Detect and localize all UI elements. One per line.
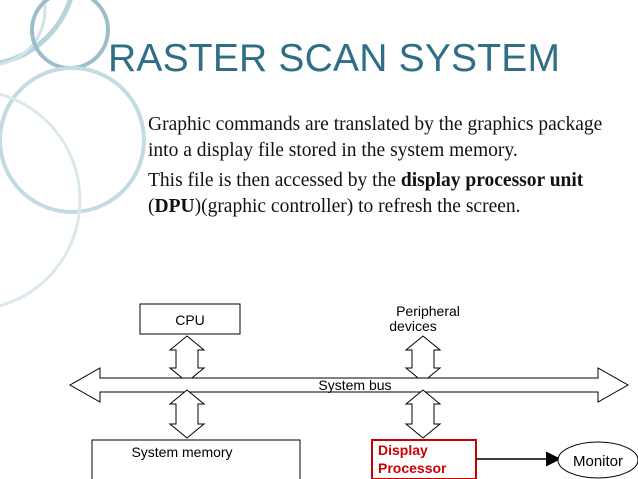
bullet-1-text: Graphic commands are translated by the g… bbox=[148, 114, 603, 161]
monitor-label: Monitor bbox=[573, 453, 623, 470]
monitor-ellipse bbox=[557, 441, 638, 479]
bullet-list: Graphic commands are translated by the g… bbox=[100, 112, 620, 224]
bullet-2-text-end: )(graphic controller) to refresh the scr… bbox=[194, 196, 521, 217]
bullet-item-2: This file is then accessed by the displa… bbox=[100, 168, 620, 220]
bullet-2-paren: ( bbox=[148, 196, 155, 217]
cpu-label: CPU bbox=[175, 312, 205, 328]
display-bus-arrow bbox=[404, 389, 442, 439]
cpu-box bbox=[139, 303, 241, 335]
bullet-2-bold-dpu: DPU bbox=[154, 196, 195, 217]
slide-title: RASTER SCAN SYSTEM bbox=[108, 37, 561, 80]
peripheral-label-line1: Peripheral bbox=[396, 303, 460, 319]
bullet-item-1: Graphic commands are translated by the g… bbox=[100, 112, 620, 164]
memory-bus-arrow bbox=[168, 389, 206, 439]
system-memory-box bbox=[91, 439, 301, 479]
bullet-2-bold-dpu-name: display processor unit bbox=[400, 170, 584, 191]
system-bus-label: System bus bbox=[318, 377, 391, 393]
system-bus-arrow bbox=[68, 367, 630, 403]
deco-ring-2 bbox=[0, 0, 47, 66]
cpu-bus-arrow bbox=[168, 335, 206, 383]
display-processor-label-line2: Processor bbox=[378, 460, 447, 476]
peripheral-label-line2: devices bbox=[389, 318, 436, 334]
system-memory-label: System memory bbox=[131, 444, 232, 460]
deco-ring-4 bbox=[0, 66, 146, 214]
bullet-2-text-start: This file is then accessed by the bbox=[148, 170, 401, 191]
deco-ring-5 bbox=[0, 92, 82, 308]
display-processor-label-line1: Display bbox=[378, 442, 428, 458]
peripheral-bus-arrow bbox=[404, 335, 442, 383]
